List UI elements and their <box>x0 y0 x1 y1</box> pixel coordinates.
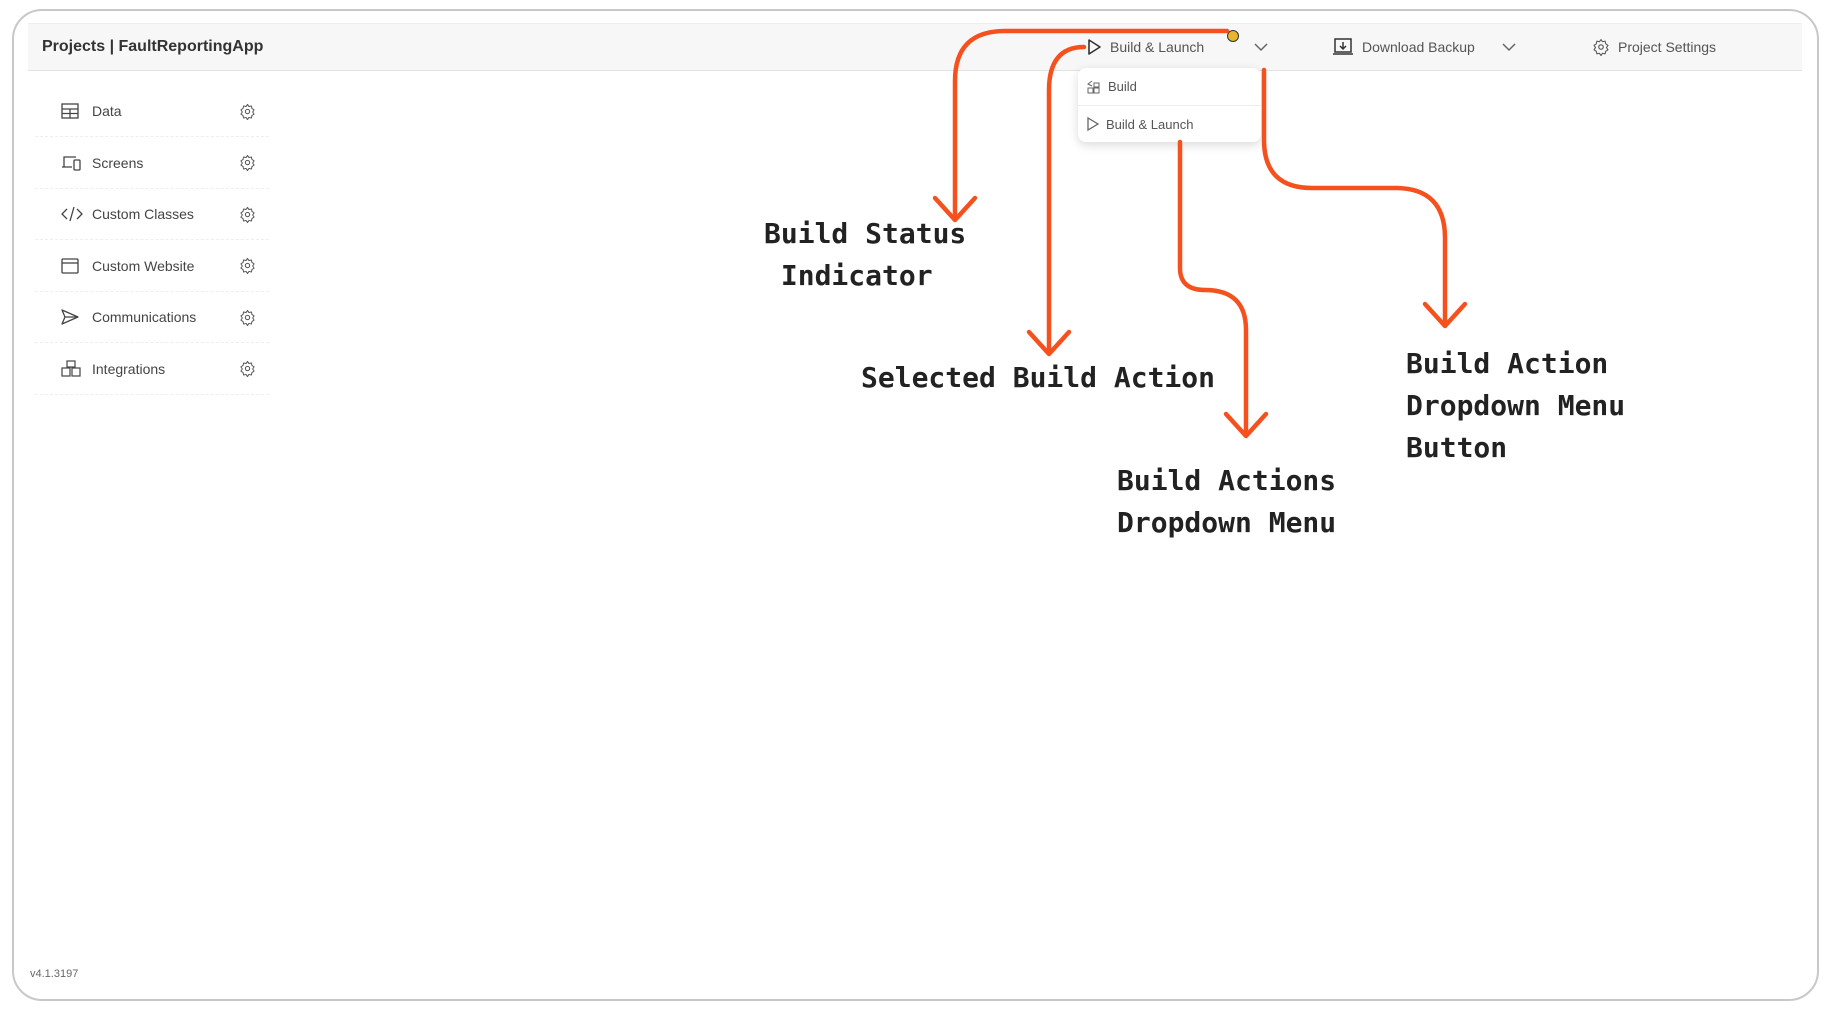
sidebar-item-label: Custom Website <box>92 257 195 274</box>
top-bar: Projects | FaultReportingApp <box>28 23 1802 71</box>
gear-icon[interactable] <box>239 206 256 223</box>
sidebar-item-custom-classes[interactable]: Custom Classes <box>35 189 269 240</box>
annotation-build-action-dropdown-button: Build Action Dropdown Menu Button <box>1406 347 1626 464</box>
code-icon <box>61 206 83 222</box>
play-icon <box>1086 38 1102 56</box>
dropdown-item-build-launch[interactable]: Build & Launch <box>1078 105 1261 142</box>
project-settings-label: Project Settings <box>1618 39 1717 55</box>
chevron-down-icon[interactable] <box>1501 42 1517 52</box>
sidebar-item-label: Integrations <box>92 360 166 377</box>
app-frame <box>12 9 1819 1001</box>
build-launch-label: Build & Launch <box>1110 39 1205 55</box>
sidebar-item-screens[interactable]: Screens <box>35 138 269 189</box>
sidebar-item-integrations[interactable]: Integrations <box>35 344 269 395</box>
annotation-selected-build-action: Selected Build Action <box>861 361 1216 394</box>
download-backup-button[interactable]: Download Backup <box>1332 23 1517 71</box>
dropdown-item-label: Build & Launch <box>1106 116 1194 132</box>
chevron-down-icon <box>1253 42 1269 52</box>
sidebar-item-communications[interactable]: Communications <box>35 292 269 343</box>
sidebar-item-custom-website[interactable]: Custom Website <box>35 241 269 292</box>
sidebar-item-label: Data <box>92 103 122 119</box>
build-launch-button[interactable]: Build & Launch <box>1086 23 1204 71</box>
project-settings-button[interactable]: Project Settings <box>1592 23 1716 71</box>
sidebar-item-data[interactable]: Data <box>35 86 269 137</box>
annotation-build-actions-dropdown-menu: Build Actions Dropdown Menu <box>1117 464 1337 539</box>
gear-icon[interactable] <box>239 257 256 274</box>
gear-icon[interactable] <box>239 103 256 120</box>
gear-icon <box>1592 38 1610 56</box>
play-icon <box>1086 116 1100 132</box>
table-icon <box>61 103 79 119</box>
download-backup-label: Download Backup <box>1362 39 1475 55</box>
sidebar-item-label: Screens <box>92 154 144 171</box>
annotation-build-status-indicator: Build Status Indicator <box>764 217 967 292</box>
send-icon <box>61 309 79 325</box>
download-icon <box>1332 38 1354 56</box>
sidebar-item-label: Custom Classes <box>92 206 194 222</box>
dropdown-item-label: Build <box>1108 79 1137 94</box>
gear-icon[interactable] <box>239 360 256 377</box>
boxes-icon <box>61 359 81 378</box>
build-actions-dropdown-menu: Build Build & Launch <box>1078 68 1261 142</box>
gear-icon[interactable] <box>239 309 256 326</box>
dropdown-item-build[interactable]: Build <box>1078 68 1261 105</box>
browser-window-icon <box>61 257 79 274</box>
version-label: v4.1.3197 <box>30 968 79 980</box>
build-action-dropdown-button[interactable] <box>1253 23 1269 71</box>
sidebar-item-label: Communications <box>92 309 197 325</box>
build-icon <box>1086 79 1102 95</box>
build-status-indicator <box>1227 30 1239 42</box>
gear-icon[interactable] <box>239 154 256 171</box>
devices-icon <box>61 155 83 171</box>
page-title: Projects | FaultReportingApp <box>42 38 264 55</box>
